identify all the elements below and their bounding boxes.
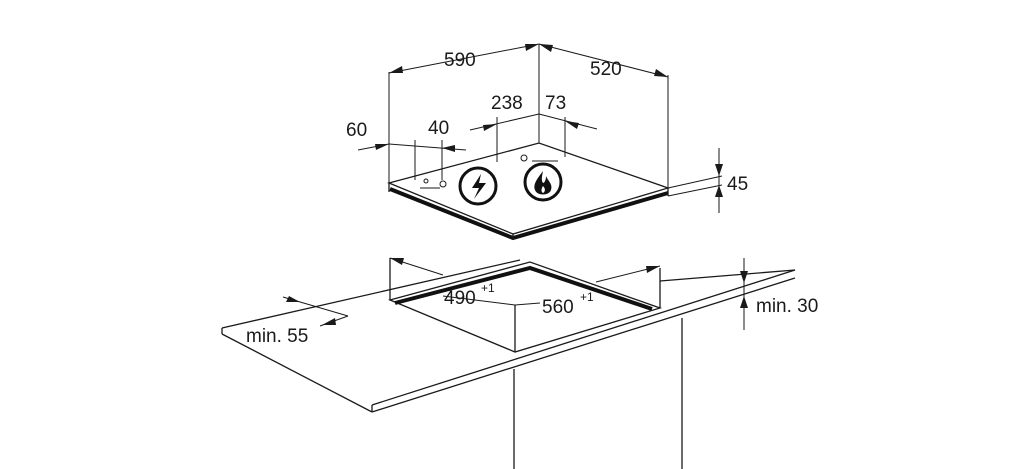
dim-right-offset-label: 73: [545, 93, 566, 114]
cutout-depth-label: 490: [444, 288, 476, 309]
dim-left-offset-label: 60: [346, 120, 367, 141]
indicator-dot: [439, 180, 447, 188]
cutout-depth-tolerance: +1: [481, 281, 495, 295]
min-front-distance-label: min. 55: [246, 326, 308, 347]
hob-drawing: 590 520 238 73 60 40 45: [346, 43, 748, 241]
dim-height-label: 45: [727, 174, 748, 195]
min-worktop-thickness-label: min. 30: [756, 296, 818, 317]
worktop-drawing: 490 +1 560 +1 min. 55 min. 30: [221, 257, 818, 469]
dim-depth-label: 520: [590, 59, 622, 80]
cutout-width-tolerance: +1: [580, 290, 594, 304]
cutout-width-label: 560: [542, 297, 574, 318]
indicator-dot: [423, 178, 429, 184]
dim-width-label: 590: [444, 50, 476, 71]
lightning-icon: [458, 166, 498, 206]
dim-burner-zone-label: 238: [491, 93, 523, 114]
flame-icon: [523, 162, 563, 202]
indicator-dot: [520, 154, 528, 162]
dim-knob-offset-label: 40: [428, 118, 449, 139]
